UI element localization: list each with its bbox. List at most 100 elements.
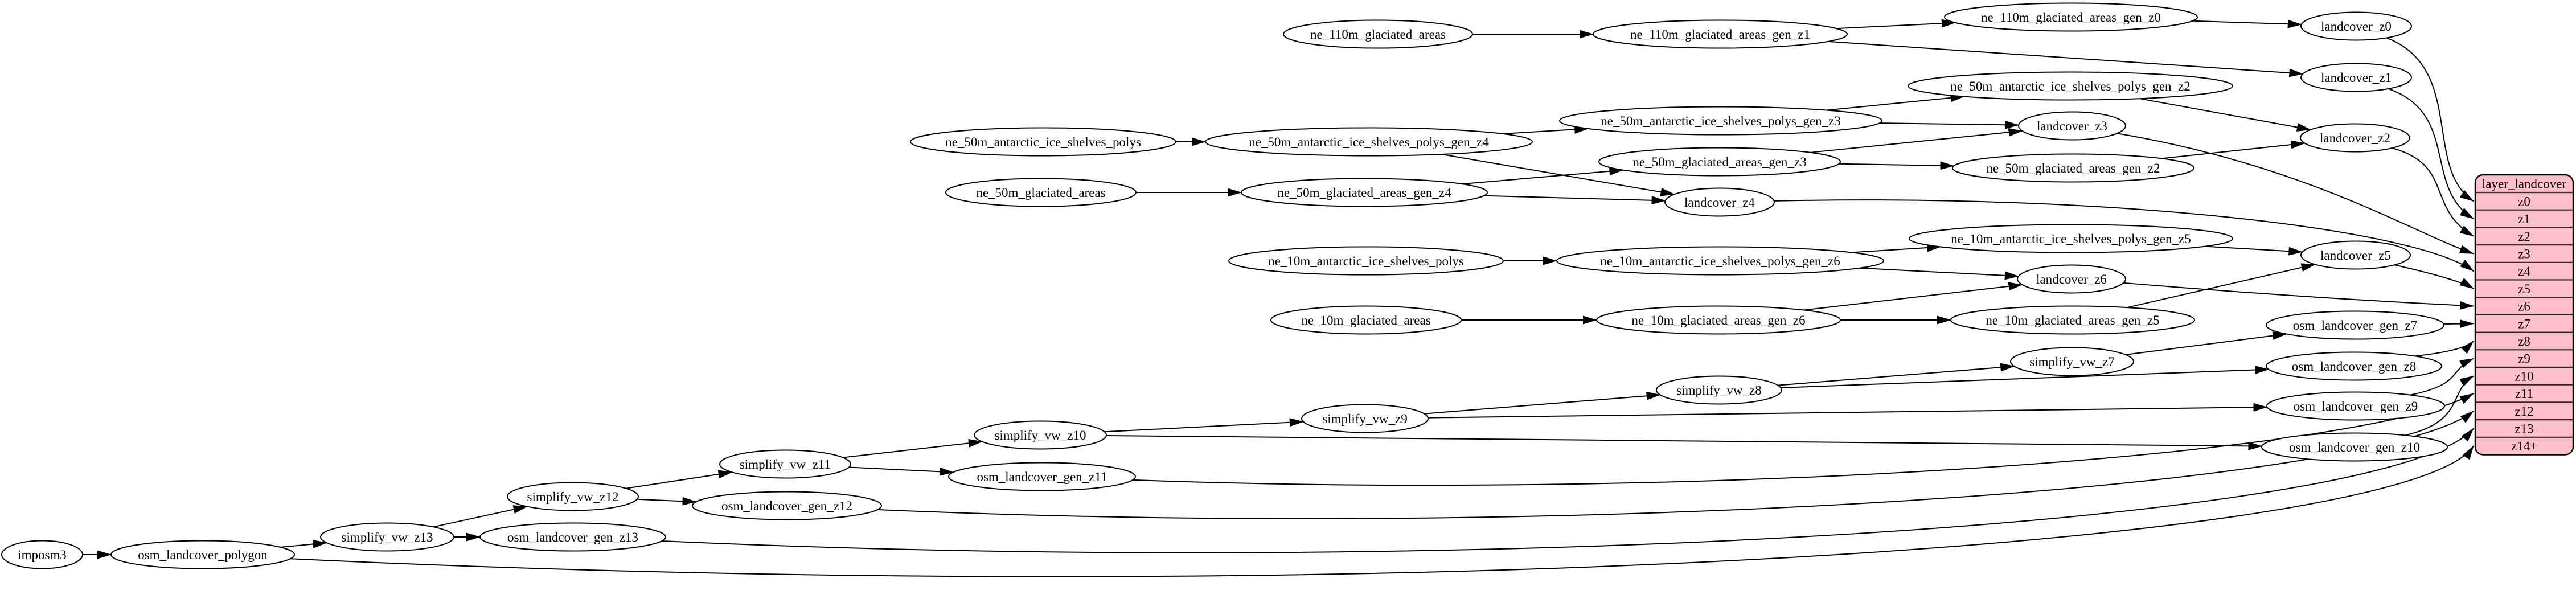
edge-landcover_z6-z6 [2123,282,2474,310]
node-ellipse [1593,19,1848,49]
node-simplify_vw_z13: simplify_vw_z13 [320,522,454,552]
node-ellipse [2300,123,2410,153]
node-label: simplify_vw_z8 [1676,383,1762,397]
edge-osm_landcover_gen_z10-z10 [2405,375,2474,436]
table-row-z8: z8 [2518,334,2530,348]
edge-landcover_z0-z0 [2386,37,2474,202]
node-landcover_z5: landcover_z5 [2300,240,2411,270]
edge-landcover_z3-z3 [2116,133,2474,255]
node-label: ne_50m_glaciated_areas_gen_z4 [1277,186,1451,200]
table-row-z7: z7 [2518,317,2530,331]
node-label: landcover_z6 [2036,272,2107,286]
node-ne_50m_antarctic_ice_shelves_polys: ne_50m_antarctic_ice_shelves_polys [910,127,1176,157]
node-label: landcover_z0 [2321,19,2392,34]
node-ne_10m_antarctic_ice_shelves_polys_gen_z5: ne_10m_antarctic_ice_shelves_polys_gen_z… [1909,224,2233,253]
node-ne_10m_glaciated_areas_gen_z6: ne_10m_glaciated_areas_gen_z6 [1596,305,1841,335]
node-ellipse [479,522,666,552]
edge-osm_landcover_polygon-z14+ [290,445,2474,577]
node-ellipse [719,449,851,479]
edge-osm_landcover_polygon-simplify_vw_z13 [280,540,327,548]
node-landcover_z2: landcover_z2 [2300,123,2410,153]
node-osm_landcover_gen_z10: osm_landcover_gen_z10 [2261,432,2448,462]
edge-ne_50m_antarctic_ice_shelves_polys_gen_z4-landcover_z4 [1441,153,1675,196]
node-ellipse [1228,246,1504,276]
node-landcover_z4: landcover_z4 [1664,187,1775,217]
node-label: landcover_z2 [2320,131,2390,145]
node-ellipse [1952,153,2194,183]
node-landcover_z3: landcover_z3 [2018,111,2126,141]
node-label: osm_landcover_gen_z8 [2292,359,2416,374]
node-label: ne_10m_antarctic_ice_shelves_polys_gen_z… [1600,254,1840,268]
node-label: ne_10m_antarctic_ice_shelves_polys [1268,254,1464,268]
node-ellipse [1556,246,1884,276]
node-ellipse [2266,351,2442,381]
node-label: ne_110m_glaciated_areas_gen_z1 [1630,27,1810,42]
edges [83,19,2474,577]
node-label: osm_landcover_gen_z11 [977,470,1107,484]
edge-ne_50m_glaciated_areas_gen_z4-landcover_z4 [1484,195,1666,205]
node-ellipse [507,482,639,511]
node-ellipse [974,420,1107,450]
node-label: ne_50m_antarctic_ice_shelves_polys_gen_z… [1601,114,1841,128]
table-row-z5: z5 [2518,282,2530,296]
node-ne_50m_glaciated_areas_gen_z3: ne_50m_glaciated_areas_gen_z3 [1598,147,1841,177]
node-ellipse [1656,375,1782,405]
edge-osm_landcover_gen_z11-z11 [1133,393,2474,486]
node-ellipse [1909,224,2233,253]
edge-ne_10m_antarctic_ice_shelves_polys_gen_z6-ne_10m_antarctic_ice_shelves_polys_gen_z5 [1851,243,1942,253]
node-ellipse [1283,19,1473,49]
node-label: landcover_z1 [2321,71,2392,85]
node-label: ne_110m_glaciated_areas_gen_z0 [1981,10,2161,24]
table-row-z2: z2 [2518,229,2530,244]
edge-ne_10m_antarctic_ice_shelves_polys_gen_z5-landcover_z5 [2205,245,2303,256]
edge-ne_10m_antarctic_ice_shelves_polys_gen_z6-landcover_z6 [1860,267,2019,280]
node-ellipse [1950,305,2195,335]
edge-simplify_vw_z11-simplify_vw_z10 [843,438,983,458]
node-ne_50m_glaciated_areas: ne_50m_glaciated_areas [945,178,1137,207]
node-ne_50m_antarctic_ice_shelves_polys_gen_z4: ne_50m_antarctic_ice_shelves_polys_gen_z… [1205,127,1533,157]
edge-landcover_z4-z4 [1774,199,2474,272]
node-ellipse [320,522,454,552]
node-ellipse [2018,111,2126,141]
node-label: ne_50m_glaciated_areas_gen_z2 [1986,161,2160,175]
node-label: landcover_z3 [2037,119,2107,133]
table-row-z6: z6 [2518,300,2530,314]
node-ne_50m_antarctic_ice_shelves_polys_gen_z3: ne_50m_antarctic_ice_shelves_polys_gen_z… [1559,106,1882,136]
node-label: osm_landcover_polygon [138,548,268,562]
node-ellipse [110,540,295,569]
node-label: imposm3 [18,548,67,562]
node-osm_landcover_gen_z7: osm_landcover_gen_z7 [2266,310,2444,340]
node-ellipse [1598,147,1841,177]
node-ne_50m_glaciated_areas_gen_z4: ne_50m_glaciated_areas_gen_z4 [1241,178,1488,207]
node-ne_10m_glaciated_areas_gen_z5: ne_10m_glaciated_areas_gen_z5 [1950,305,2195,335]
node-label: simplify_vw_z9 [1322,412,1408,426]
table-row-z12: z12 [2515,404,2533,419]
edge-simplify_vw_z13-simplify_vw_z12 [433,505,528,528]
edge-osm_landcover_gen_z13-z13 [662,428,2474,553]
table-row-z14+: z14+ [2511,439,2537,453]
node-ellipse [692,491,882,520]
node-osm_landcover_gen_z13: osm_landcover_gen_z13 [479,522,666,552]
edge-osm_landcover_gen_z12-z12 [877,410,2474,519]
edge-ne_50m_glaciated_areas_gen_z4-ne_50m_glaciated_areas_gen_z3 [1462,167,1624,185]
edge-simplify_vw_z12-simplify_vw_z11 [626,470,733,489]
edge-landcover_z1-z1 [2388,88,2474,219]
node-ellipse [2266,310,2444,340]
table-row-z13: z13 [2515,421,2533,436]
node-label: ne_10m_glaciated_areas [1301,313,1430,327]
node-ne_10m_glaciated_areas: ne_10m_glaciated_areas [1270,305,1462,335]
node-ellipse [1241,178,1488,207]
node-landcover_z0: landcover_z0 [2300,11,2412,41]
node-label: ne_50m_antarctic_ice_shelves_polys [945,135,1141,149]
node-ellipse [1664,187,1775,217]
edge-simplify_vw_z11-osm_landcover_gen_z11 [849,466,954,476]
node-ellipse [2017,264,2126,294]
node-label: osm_landcover_gen_z13 [507,530,638,544]
node-ne_110m_glaciated_areas: ne_110m_glaciated_areas [1283,19,1473,49]
node-ellipse [1559,106,1882,136]
table-row-z11: z11 [2515,387,2533,401]
edge-ne_50m_glaciated_areas_gen_z3-ne_50m_glaciated_areas_gen_z2 [1839,161,1955,170]
node-landcover_z6: landcover_z6 [2017,264,2126,294]
node-label: ne_50m_antarctic_ice_shelves_polys_gen_z… [1950,79,2191,93]
node-ellipse [1205,127,1533,157]
